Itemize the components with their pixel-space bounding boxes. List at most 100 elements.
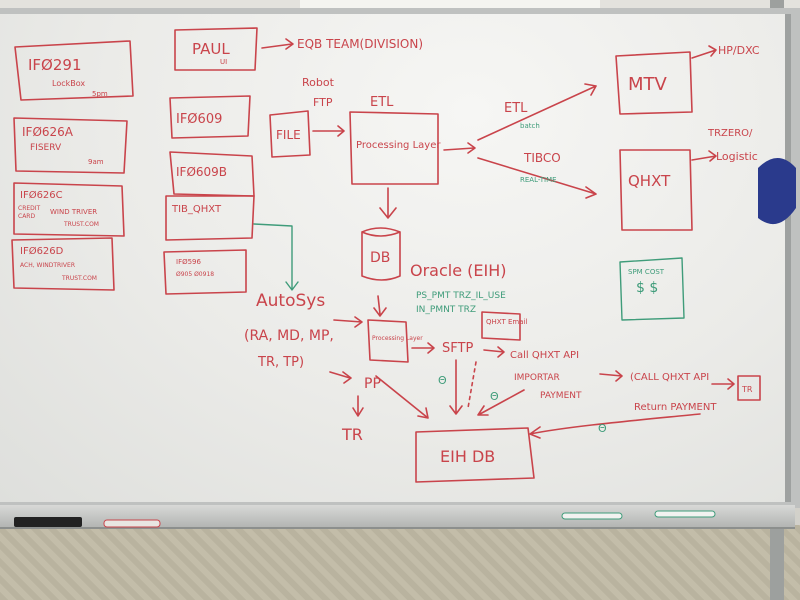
box-if0609 [169, 95, 251, 139]
arrow-sftp-call [483, 346, 505, 358]
box-qhxt [619, 149, 693, 231]
carpet-floor [0, 525, 800, 600]
mtv-label: MTV [628, 74, 668, 95]
box-if0626d-title: IFØ626D [20, 245, 64, 257]
box-paul-sub: UI [220, 58, 227, 66]
arrow-db-processing-small [373, 295, 387, 317]
eraser [14, 517, 82, 527]
logistic-label: Logistic [716, 150, 758, 163]
arrow-pp-tr [352, 395, 364, 417]
tibco-label: TIBCO [523, 151, 561, 165]
tr-small-label: TR [741, 385, 753, 394]
processing-layer-label: Processing Layer [356, 140, 441, 151]
box-if0626a-title: IFØ626A [22, 125, 74, 139]
box-eih-db [415, 427, 535, 483]
box-paul [174, 27, 258, 71]
box-if0626c-line1: CREDIT [18, 205, 41, 212]
box-processing-layer [349, 111, 439, 185]
call-api-label: (CALL QHXT API [630, 372, 709, 383]
box-spm-cost [619, 257, 685, 321]
arrow-call-api [599, 370, 623, 382]
box-if0596-title: IFØ596 [176, 258, 202, 266]
box-tib-qhxt [165, 195, 255, 241]
circle-num-1: Θ [438, 374, 447, 387]
box-mtv [615, 51, 693, 115]
circle-num-3: Θ [598, 422, 607, 435]
box-processing-small [367, 319, 409, 363]
arrow-autosys-processing [333, 316, 363, 328]
green-marker [561, 512, 623, 520]
box-if0626c-line4: TRUST.COM [63, 221, 99, 228]
etl-right-label: ETL [504, 101, 528, 116]
import-ar-line2: PAYMENT [540, 391, 582, 401]
arrow-etl-mtv [477, 83, 597, 141]
box-if0609-title: IFØ609 [176, 112, 222, 127]
box-file-label: FILE [276, 128, 301, 142]
box-if0291-line2: 5pm [92, 90, 108, 98]
etl-top-label: ETL [370, 95, 394, 110]
call-qhxt-api-label: Call QHXT API [510, 350, 579, 361]
arrow-paul-eqb [261, 38, 294, 50]
box-tr-small [737, 375, 761, 401]
arrow-params-pp [329, 371, 352, 384]
arrow-call-tr [711, 378, 735, 390]
db-label: DB [370, 250, 390, 266]
sftp-label: SFTP [442, 341, 473, 356]
box-if0626a [13, 117, 128, 174]
ftp-label: FTP [313, 96, 333, 109]
tibco-sub: REAL-TIME [520, 176, 557, 184]
arrow-processing-sftp [411, 342, 435, 354]
box-if0626c-line3: WIND TRIVER [50, 208, 97, 216]
box-if0609b-title: IFØ609B [176, 165, 227, 179]
return-payment-label: Return PAYMENT [634, 402, 717, 413]
arrow-sftp-eih [449, 359, 463, 415]
hp-dxc-label: HP/DXC [718, 44, 760, 57]
green-note-1: PS_PMT TRZ_IL_USE [416, 291, 506, 301]
params-line2: TR, TP) [257, 355, 304, 370]
qhxt-email-label: QHXT Email [486, 318, 527, 326]
green-note-2: IN_PMNT TRZ [416, 305, 476, 315]
box-if0626a-line1: FISERV [30, 143, 62, 153]
box-if0626c [13, 182, 125, 237]
db-cylinder [361, 227, 401, 281]
robot-label: Robot [302, 76, 335, 89]
box-paul-title: PAUL [192, 40, 230, 58]
processing-small-label: Processing Layer [372, 335, 423, 342]
tr-bottom-label: TR [341, 425, 363, 444]
circle-num-2: Θ [490, 390, 499, 403]
etl-right-sub: batch [520, 122, 540, 130]
box-file [269, 110, 311, 158]
box-if0291 [14, 40, 134, 101]
box-if0291-line1: LockBox [52, 79, 85, 88]
import-ar-line1: IMPORTAR [514, 373, 560, 383]
box-if0626c-title: IFØ626C [20, 189, 63, 201]
arrow-tibco-qhxt [477, 157, 597, 199]
arrow-return-eih [529, 413, 701, 439]
arrow-pp-eih [375, 375, 429, 419]
spm-cost-value: $ $ [636, 280, 658, 296]
params-line1: (RA, MD, MP, [244, 328, 334, 344]
arrow-processing-db [379, 187, 397, 219]
box-if0626d-line2: TRUST.COM [61, 275, 97, 282]
box-qhxt-email [481, 311, 521, 341]
box-if0626d-line1: ACH, WINDTRIVER [20, 262, 75, 269]
eqb-team-label: EQB TEAM(DIVISION) [297, 37, 423, 51]
autosys-label: AutoSys [256, 291, 325, 311]
box-if0626c-line2: CARD [18, 213, 35, 220]
arrow-file-processing [312, 125, 345, 137]
qhxt-label: QHXT [628, 172, 671, 190]
arrow-qhxt-logistic [691, 150, 717, 162]
red-marker [103, 519, 161, 528]
eih-db-label: EIH DB [440, 447, 495, 466]
oracle-eih-label: Oracle (EIH) [410, 261, 507, 280]
box-if0626a-line2: 9am [88, 158, 104, 166]
arrow-processing-right [443, 142, 476, 154]
green-marker-2 [654, 510, 716, 518]
box-tib-qhxt-title: TIB_QHXT [171, 204, 222, 215]
arrow-tib-autosys [253, 223, 299, 291]
spm-cost-label: SPM COST [628, 268, 665, 276]
trzero-label: TRZERO/ [707, 128, 753, 139]
arrow-mtv-hp [691, 45, 717, 59]
arrow-import-eih [477, 389, 525, 416]
